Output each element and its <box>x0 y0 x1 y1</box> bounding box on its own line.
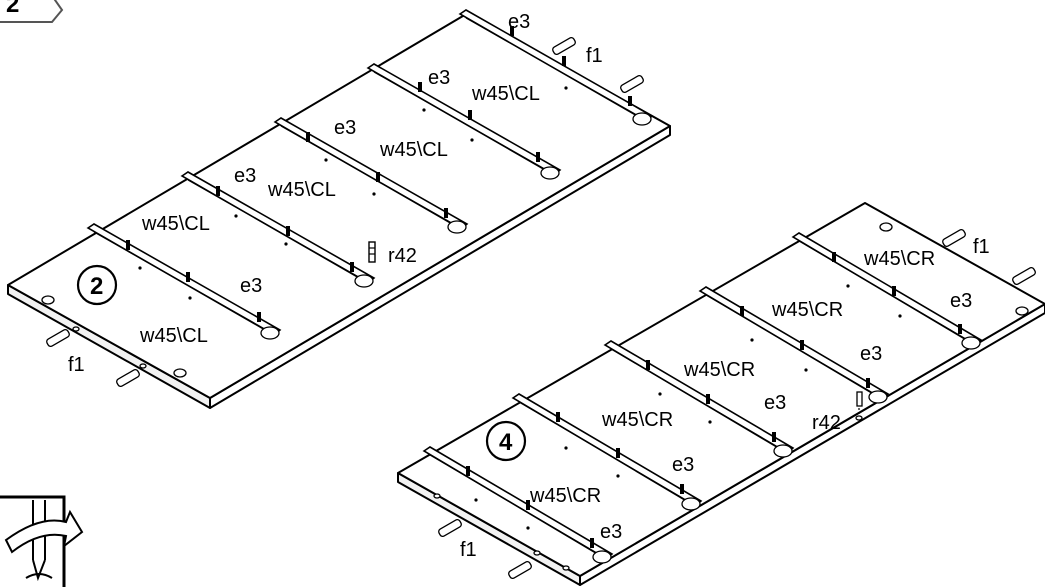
part-label: e3 <box>860 343 882 365</box>
drawer-rail <box>511 393 703 511</box>
screwdriver-rotate-icon <box>0 495 84 587</box>
edge-hole <box>139 363 147 369</box>
part-label: f1 <box>973 236 990 258</box>
drawer-rail <box>458 9 654 126</box>
dowel-f1 <box>46 36 644 388</box>
panel-number: 2 <box>90 273 103 300</box>
step-tab-icon <box>0 0 64 23</box>
dowel-f1 <box>438 228 1036 580</box>
drawer-rail <box>422 446 614 564</box>
drawer-rail <box>698 286 890 404</box>
part-label: w45\CL <box>139 325 208 347</box>
drawer-rail <box>180 171 376 288</box>
drawer-rail <box>273 117 469 234</box>
panel-number: 4 <box>499 429 513 456</box>
panel-number-ring <box>76 264 118 306</box>
edge-hole <box>41 295 55 305</box>
part-label: w45\CR <box>529 485 601 507</box>
screw-r42 <box>855 391 863 421</box>
part-label: w45\CL <box>141 213 210 235</box>
panel-number-ring <box>485 420 527 462</box>
part-label: w45\CL <box>267 179 336 201</box>
part-label: w45\CR <box>863 248 935 270</box>
drawer-rail <box>791 232 983 350</box>
part-label: r42 <box>388 245 417 267</box>
part-label: e3 <box>600 521 622 543</box>
drawer-rail <box>86 223 282 340</box>
step-number: 2 <box>6 0 19 18</box>
part-label: w45\CL <box>379 139 448 161</box>
panel-left-top <box>7 12 671 399</box>
part-label: e3 <box>428 67 450 89</box>
step-indicator: 2 <box>0 0 64 23</box>
part-label: w45\CR <box>601 409 673 431</box>
part-label: e3 <box>334 117 356 139</box>
part-label: r42 <box>812 412 841 434</box>
panel-left: 2 e3 f1 e3 w45\CL e3 w45\CL e3 w45\CL w4… <box>7 9 671 409</box>
part-label: f1 <box>586 45 603 67</box>
part-label: e3 <box>234 165 256 187</box>
part-label: e3 <box>240 275 262 297</box>
part-label: e3 <box>950 290 972 312</box>
drawer-rail <box>603 340 795 458</box>
part-label: f1 <box>460 539 477 561</box>
drawer-rail <box>366 63 562 180</box>
part-label: w45\CR <box>683 359 755 381</box>
edge-hole <box>72 326 80 332</box>
part-label: e3 <box>672 454 694 476</box>
part-label: f1 <box>68 354 85 376</box>
part-label: e3 <box>764 392 786 414</box>
part-label: e3 <box>508 11 530 33</box>
edge-hole <box>173 368 187 378</box>
screw-r42 <box>368 241 376 263</box>
panel-right-top <box>397 202 1045 577</box>
part-label: w45\CR <box>771 299 843 321</box>
panel-right: 4 f1 w45\CR w45\CR e3 e3 w45\CR w45\CR e… <box>397 202 1045 586</box>
part-label: w45\CL <box>471 83 540 105</box>
